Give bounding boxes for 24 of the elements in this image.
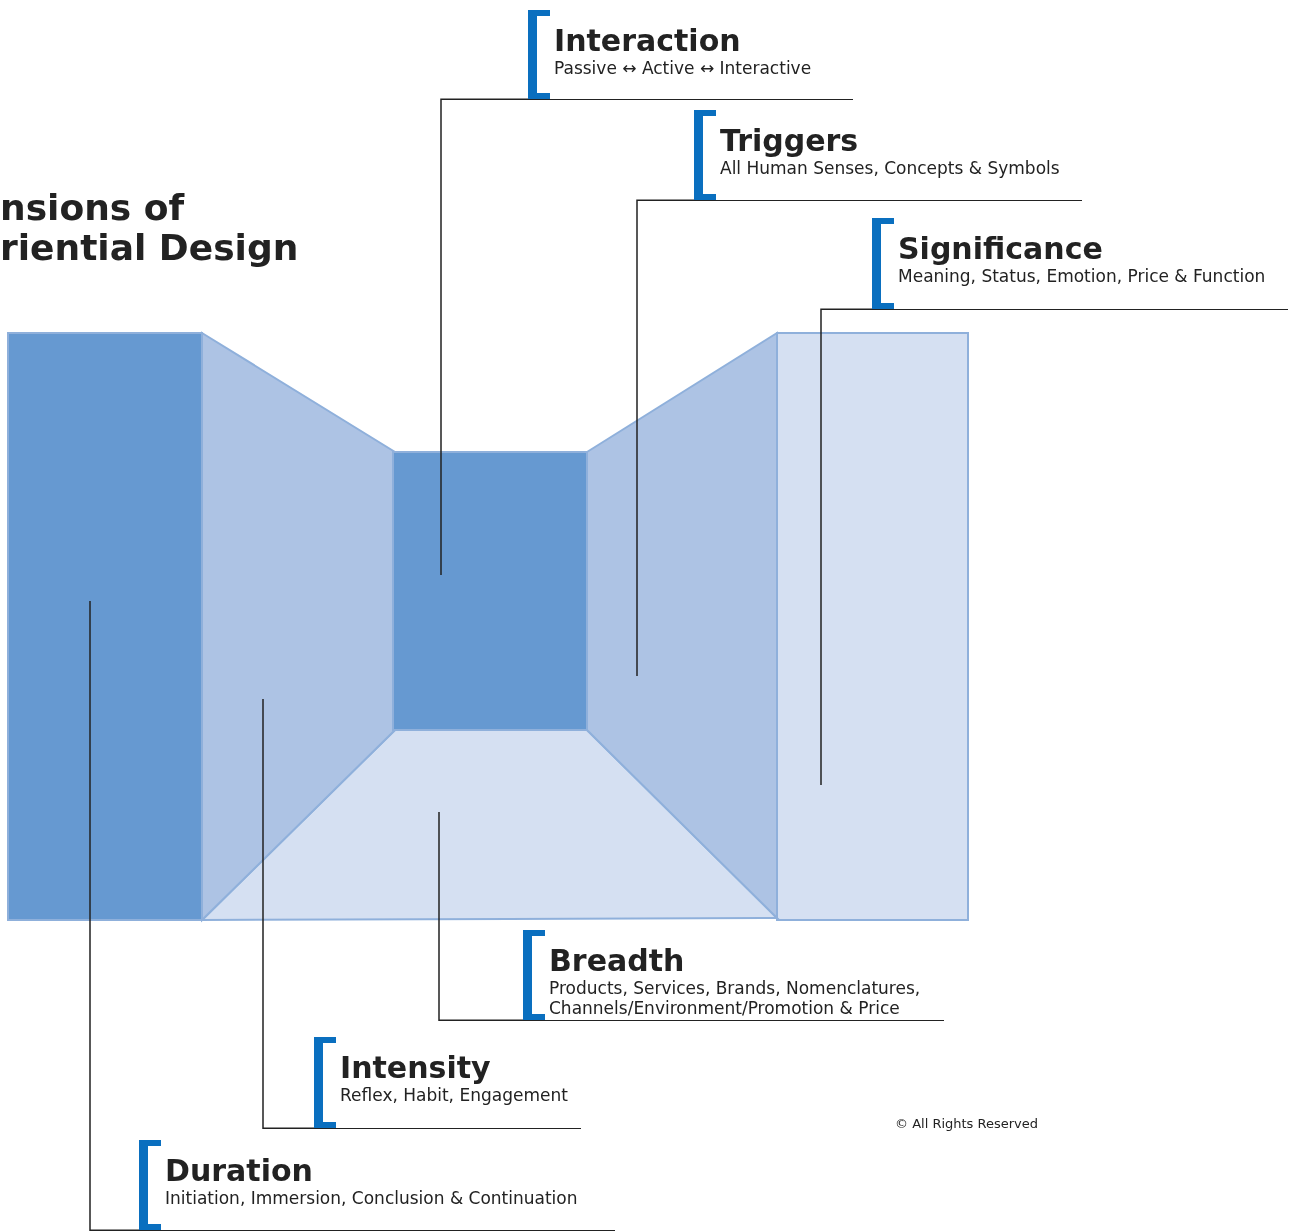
callout-text: All Human Senses, Concepts & Symbols — [720, 158, 1060, 178]
left-wall — [7, 332, 203, 921]
leader-line — [636, 199, 695, 677]
leader-line — [438, 811, 524, 1021]
callout-title: Breadth — [549, 944, 685, 978]
copyright-note: © All Rights Reserved — [895, 1116, 1039, 1131]
callout-text: Products, Services, Brands, Nomenclatures, Channels/Environment/Promotion & Price — [549, 978, 922, 1018]
right-wall — [776, 332, 969, 921]
leader-line — [440, 98, 529, 576]
callout-title: Intensity — [340, 1051, 491, 1085]
leader-line — [89, 600, 140, 1231]
callout-text: Passive ↔ Active ↔ Interactive — [554, 58, 812, 78]
callout-text: Reflex, Habit, Engagement — [340, 1085, 568, 1105]
callout-title: Duration — [165, 1154, 313, 1188]
callout-title: Interaction — [554, 24, 741, 58]
back-wall — [392, 451, 588, 731]
left-side-panel — [201, 331, 396, 923]
leader-line — [820, 308, 873, 786]
callout-title: Triggers — [720, 124, 859, 158]
callout-text: Initiation, Immersion, Conclusion & Continuation — [165, 1188, 578, 1208]
callout-text: Meaning, Status, Emotion, Price & Function — [898, 266, 1266, 286]
leader-line — [262, 698, 315, 1129]
diagram-title: nsions of riential Design — [0, 188, 300, 268]
callout-title: Significance — [898, 232, 1103, 266]
